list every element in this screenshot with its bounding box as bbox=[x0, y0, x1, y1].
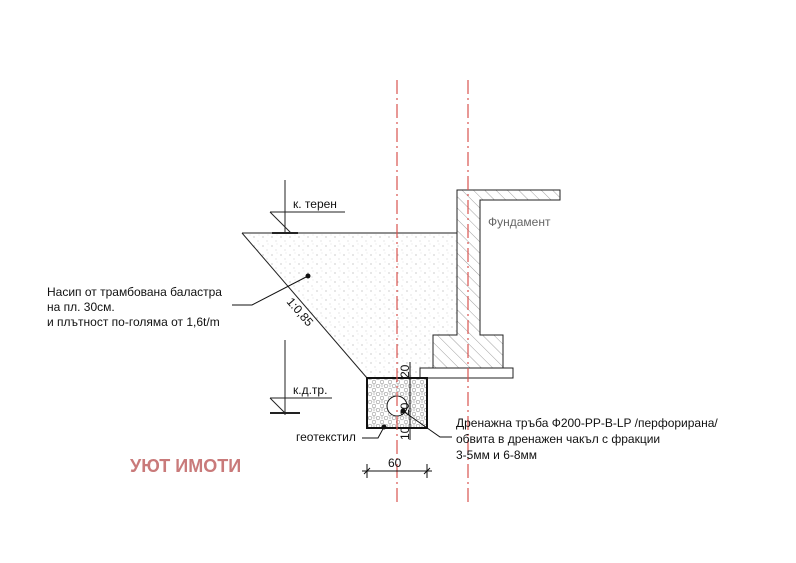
dimension-vertical: 20 20 10 bbox=[398, 362, 412, 440]
fill-note: Насип от трамбована баластра на пл. 30см… bbox=[47, 273, 311, 329]
pipe-note-line: 3-5мм и 6-8мм bbox=[456, 448, 537, 462]
dimension-pipe-label: 20 bbox=[398, 402, 412, 416]
backfill-area bbox=[242, 233, 457, 378]
geotextile-note: геотекстил bbox=[296, 424, 387, 444]
watermark: УЮТ ИМОТИ bbox=[130, 456, 241, 476]
geotextile-label: геотекстил bbox=[296, 430, 356, 444]
pipe-note-line: Дренажна тръба Ф200-PP-B-LP /перфорирана… bbox=[456, 416, 718, 430]
pipe-note: Дренажна тръба Ф200-PP-B-LP /перфорирана… bbox=[400, 408, 718, 462]
pipe-note-line: обвита в дренажен чакъл с фракции bbox=[456, 432, 660, 446]
fill-note-line: Насип от трамбована баластра bbox=[47, 285, 222, 299]
drain-level-label: к.д.тр. bbox=[293, 383, 327, 397]
foundation-label: Фундамент bbox=[488, 215, 551, 229]
ground-level-label: к. терен bbox=[293, 197, 337, 211]
dimension-width: 60 bbox=[362, 456, 432, 478]
ground-level-marker: к. терен bbox=[269, 180, 345, 234]
foundation-wall bbox=[432, 189, 561, 369]
foundation-slab bbox=[419, 367, 514, 379]
fill-note-line: на пл. 30см. bbox=[47, 300, 115, 314]
fill-note-line: и плътност по-голяма от 1,6t/m bbox=[47, 315, 220, 329]
dimension-top-label: 20 bbox=[398, 364, 412, 378]
dimension-width-label: 60 bbox=[388, 456, 402, 470]
drain-level-marker: к.д.тр. bbox=[269, 340, 332, 415]
slope-line bbox=[241, 232, 368, 379]
dimension-bottom-label: 10 bbox=[398, 426, 412, 440]
